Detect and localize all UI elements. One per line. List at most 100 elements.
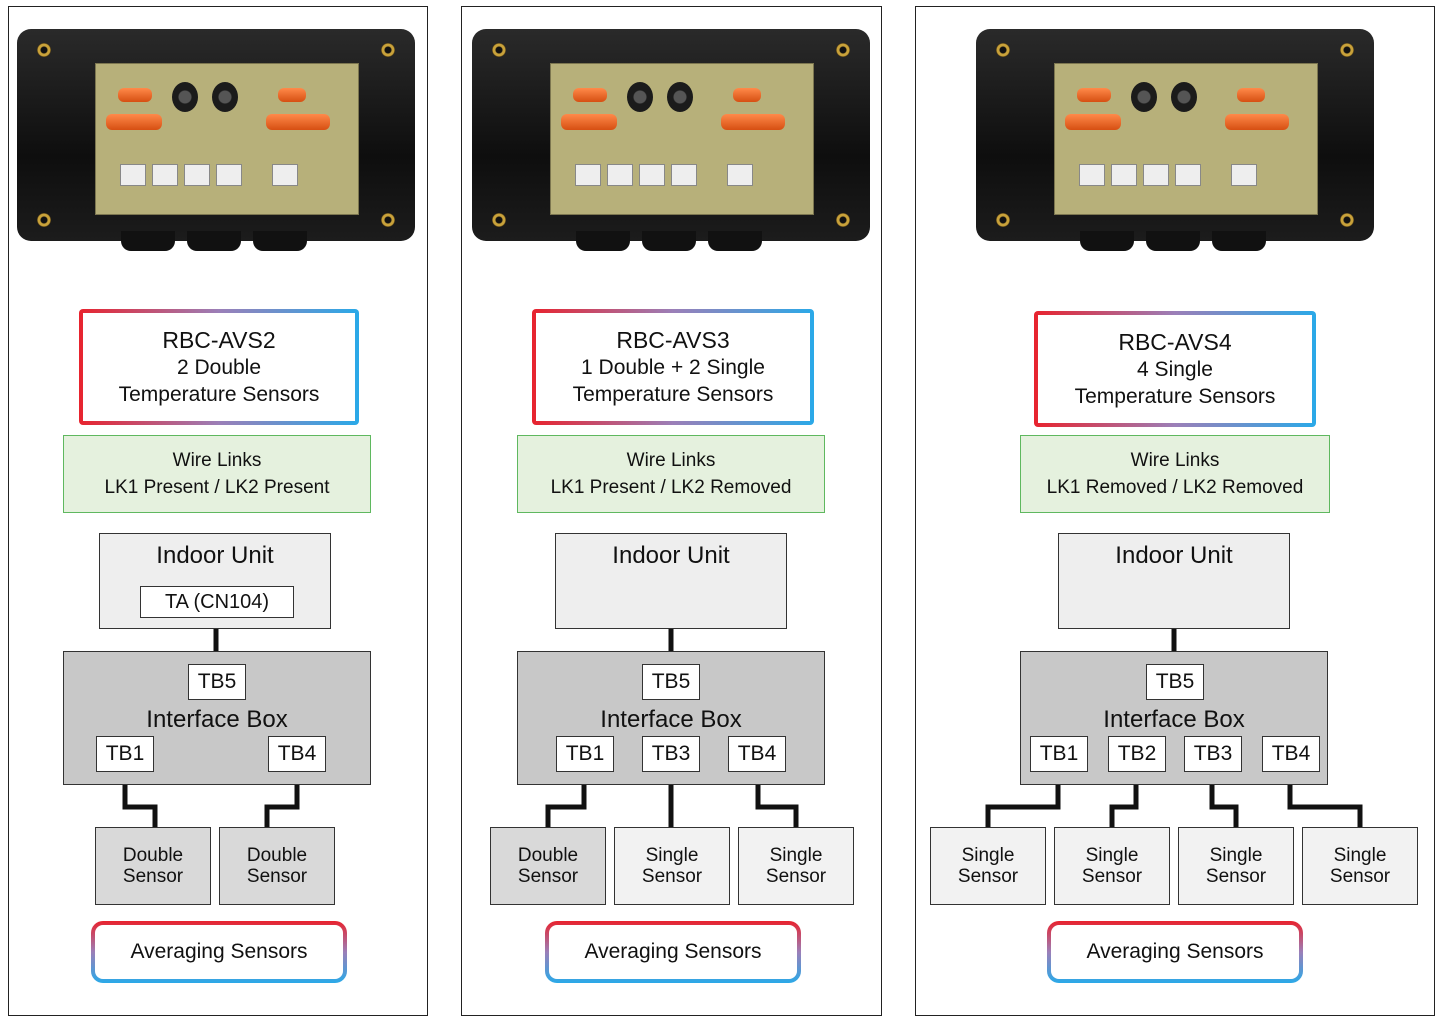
sensor-label: Sensor — [517, 866, 579, 887]
wire-links-title: Wire Links — [626, 450, 716, 471]
inductor — [1171, 82, 1197, 112]
capacitor — [1077, 88, 1111, 102]
single-sensor: Single Sensor — [930, 827, 1046, 905]
tb3-terminal: TB3 — [642, 736, 700, 772]
averaging-sensors-label: Averaging Sensors — [91, 921, 347, 983]
screw-icon — [836, 43, 850, 57]
terminal-connector — [272, 164, 298, 186]
cable-gland — [642, 231, 696, 251]
cable-gland — [187, 231, 241, 251]
wire-line — [122, 773, 158, 827]
capacitor — [1225, 114, 1289, 130]
interface-box-photo — [472, 29, 870, 251]
cable-gland — [1146, 231, 1200, 251]
screw-icon — [381, 43, 395, 57]
interface-box-photo — [976, 29, 1374, 251]
wire-line — [1209, 773, 1239, 827]
model-name: RBC-AVS3 — [616, 327, 730, 353]
sensor-label: Sensor — [1329, 866, 1391, 887]
sensor-label: Sensor — [122, 866, 184, 887]
sensor-type: Single — [961, 845, 1015, 866]
averaging-sensors-label: Averaging Sensors — [1047, 921, 1303, 983]
screw-icon — [37, 213, 51, 227]
tb1-terminal: TB1 — [556, 736, 614, 772]
sensor-label: Sensor — [1081, 866, 1143, 887]
screw-icon — [996, 43, 1010, 57]
sensor-type: Double — [122, 845, 184, 866]
tb4-terminal: TB4 — [1262, 736, 1320, 772]
tb5-terminal: TB5 — [188, 664, 246, 700]
tb1-terminal: TB1 — [96, 736, 154, 772]
screw-icon — [996, 213, 1010, 227]
model-box: RBC-AVS3 1 Double + 2 Single Temperature… — [532, 309, 814, 425]
cable-gland — [708, 231, 762, 251]
sensor-type: Single — [645, 845, 699, 866]
cable-gland — [1080, 231, 1134, 251]
terminal-connector — [1079, 164, 1105, 186]
wire-links-title: Wire Links — [1130, 450, 1220, 471]
wire-line — [545, 773, 587, 827]
wire-links-status: LK1 Present / LK2 Present — [104, 477, 330, 498]
terminal-connector — [671, 164, 697, 186]
wire-line — [264, 773, 300, 827]
wire-line — [755, 773, 799, 827]
double-sensor: Double Sensor — [219, 827, 335, 905]
terminal-connector — [727, 164, 753, 186]
cable-gland — [121, 231, 175, 251]
double-sensor: Double Sensor — [490, 827, 606, 905]
capacitor — [1065, 114, 1121, 130]
pcb-board — [95, 63, 359, 215]
wire-line — [985, 773, 1061, 827]
sensor-type: Single — [769, 845, 823, 866]
sensor-label: Sensor — [765, 866, 827, 887]
tb5-terminal: TB5 — [1146, 664, 1204, 700]
screw-icon — [1340, 43, 1354, 57]
interface-box-photo — [17, 29, 415, 251]
inductor — [212, 82, 238, 112]
terminal-connector — [1175, 164, 1201, 186]
sensor-label: Sensor — [641, 866, 703, 887]
model-desc-1: 1 Double + 2 Single — [581, 356, 765, 379]
model-desc-2: Temperature Sensors — [118, 383, 320, 406]
wiring-lines — [985, 629, 1363, 827]
interface-box: TB5 Interface Box TB1 TB2 TB3 TB4 — [1020, 651, 1328, 785]
capacitor — [118, 88, 152, 102]
panel-avs2: RBC-AVS2 2 Double Temperature Sensors Wi… — [8, 6, 428, 1016]
model-name: RBC-AVS4 — [1118, 329, 1232, 355]
inductor — [172, 82, 198, 112]
model-box: RBC-AVS2 2 Double Temperature Sensors — [79, 309, 359, 425]
interface-box-title: Interface Box — [1103, 706, 1245, 733]
sensor-type: Single — [1209, 845, 1263, 866]
capacitor — [733, 88, 761, 102]
indoor-unit-box: Indoor Unit — [1058, 533, 1290, 629]
screw-icon — [492, 213, 506, 227]
sensor-type: Double — [517, 845, 579, 866]
sensor-type: Double — [246, 845, 308, 866]
model-desc-1: 2 Double — [176, 356, 262, 379]
capacitor — [561, 114, 617, 130]
sensor-label: Sensor — [957, 866, 1019, 887]
cable-gland — [253, 231, 307, 251]
cable-gland — [576, 231, 630, 251]
tb1-terminal: TB1 — [1030, 736, 1088, 772]
sensor-type: Single — [1333, 845, 1387, 866]
single-sensor: Single Sensor — [1054, 827, 1170, 905]
tb3-terminal: TB3 — [1184, 736, 1242, 772]
wire-line — [1287, 773, 1363, 827]
screw-icon — [492, 43, 506, 57]
wiring-lines — [122, 629, 300, 827]
tb4-terminal: TB4 — [728, 736, 786, 772]
inductor — [1131, 82, 1157, 112]
terminal-connector — [216, 164, 242, 186]
terminal-connector — [575, 164, 601, 186]
model-box: RBC-AVS4 4 Single Temperature Sensors — [1034, 311, 1316, 427]
wire-links-status: LK1 Removed / LK2 Removed — [1046, 477, 1304, 498]
tb2-terminal: TB2 — [1108, 736, 1166, 772]
tb5-terminal: TB5 — [642, 664, 700, 700]
terminal-connector — [152, 164, 178, 186]
indoor-unit-box: Indoor Unit TA (CN104) — [99, 533, 331, 629]
indoor-unit-title: Indoor Unit — [1115, 542, 1233, 569]
screw-icon — [381, 213, 395, 227]
averaging-sensors-label: Averaging Sensors — [545, 921, 801, 983]
capacitor — [278, 88, 306, 102]
